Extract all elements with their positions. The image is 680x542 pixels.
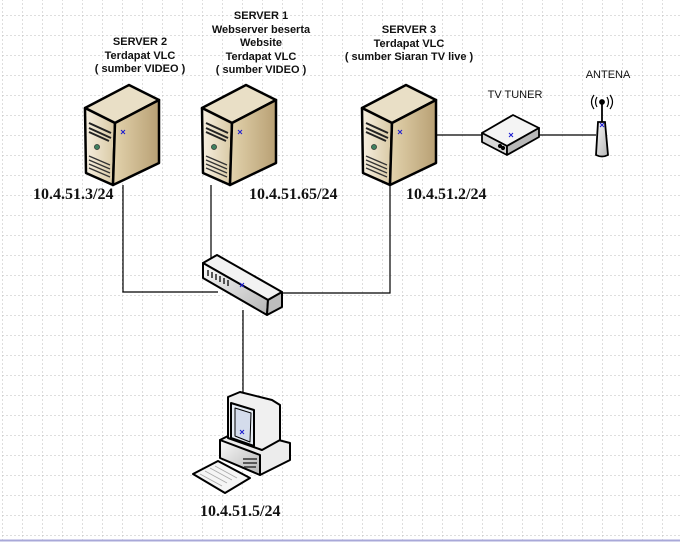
link-server3-switch [282, 185, 391, 294]
tv-tuner-icon[interactable] [481, 114, 540, 156]
server2-desc-line: Terdapat VLC [104, 49, 176, 62]
link-server2-switch [122, 185, 218, 293]
server1-title: SERVER 1 [233, 10, 289, 22]
server3-label: SERVER 3 Terdapat VLC ( sumber Siaran TV… [345, 24, 473, 65]
client-ip: 10.4.51.5/24 [200, 503, 281, 520]
switch-icon[interactable] [202, 254, 283, 316]
server3-desc-line: ( sumber Siaran TV live ) [344, 51, 474, 63]
connections [122, 134, 596, 398]
tv-tuner-label: TV TUNER [487, 89, 543, 101]
desktop-computer-icon[interactable] [192, 391, 291, 494]
antenna-label: ANTENA [585, 69, 631, 81]
server3-ip: 10.4.51.2/24 [406, 186, 487, 203]
server1-ip: 10.4.51.65/24 [249, 186, 338, 203]
server2-label: SERVER 2 Terdapat VLC ( sumber VIDEO ) [95, 36, 185, 77]
antenna-icon[interactable] [590, 94, 614, 158]
server2-title: SERVER 2 [112, 36, 168, 48]
server3-desc-line: Terdapat VLC [373, 37, 445, 50]
server1-desc-line: Webserver beserta [211, 23, 311, 36]
server1-desc-line: Terdapat VLC [225, 50, 297, 63]
server1-desc-line: Website [240, 37, 282, 49]
server3-title: SERVER 3 [381, 24, 437, 36]
server1-desc-line: ( sumber VIDEO ) [215, 64, 307, 76]
server2-desc-line: ( sumber VIDEO ) [94, 63, 186, 75]
server1-label: SERVER 1 Webserver beserta Website Terda… [212, 10, 310, 78]
server2-ip: 10.4.51.3/24 [33, 186, 114, 203]
